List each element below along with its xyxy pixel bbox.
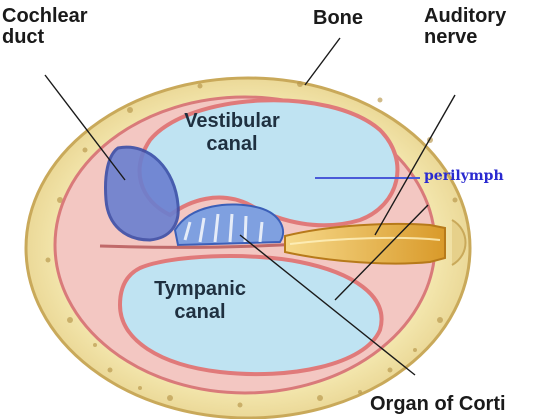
cochlear-duct-label-line2: duct: [2, 27, 88, 48]
perilymph-label: perilymph: [424, 168, 504, 184]
organ-of-corti-label: Organ of Corti: [370, 394, 506, 415]
tympanic-canal-label-line2: canal: [140, 301, 260, 324]
bone-leader: [305, 38, 340, 85]
bone-label: Bone: [313, 8, 363, 29]
auditory-nerve-label: Auditory nerve: [424, 6, 506, 48]
cochlear-duct-label: Cochlear duct: [2, 6, 88, 48]
tympanic-canal-label: Tympanic canal: [140, 278, 260, 324]
cochlear-duct-label-line1: Cochlear: [2, 6, 88, 27]
vestibular-canal-label-line1: Vestibular: [172, 110, 292, 133]
auditory-nerve-label-line2: nerve: [424, 27, 506, 48]
vestibular-canal-label-line2: canal: [172, 133, 292, 156]
vestibular-canal-label: Vestibular canal: [172, 110, 292, 156]
tympanic-canal-label-line1: Tympanic: [140, 278, 260, 301]
auditory-nerve-label-line1: Auditory: [424, 6, 506, 27]
